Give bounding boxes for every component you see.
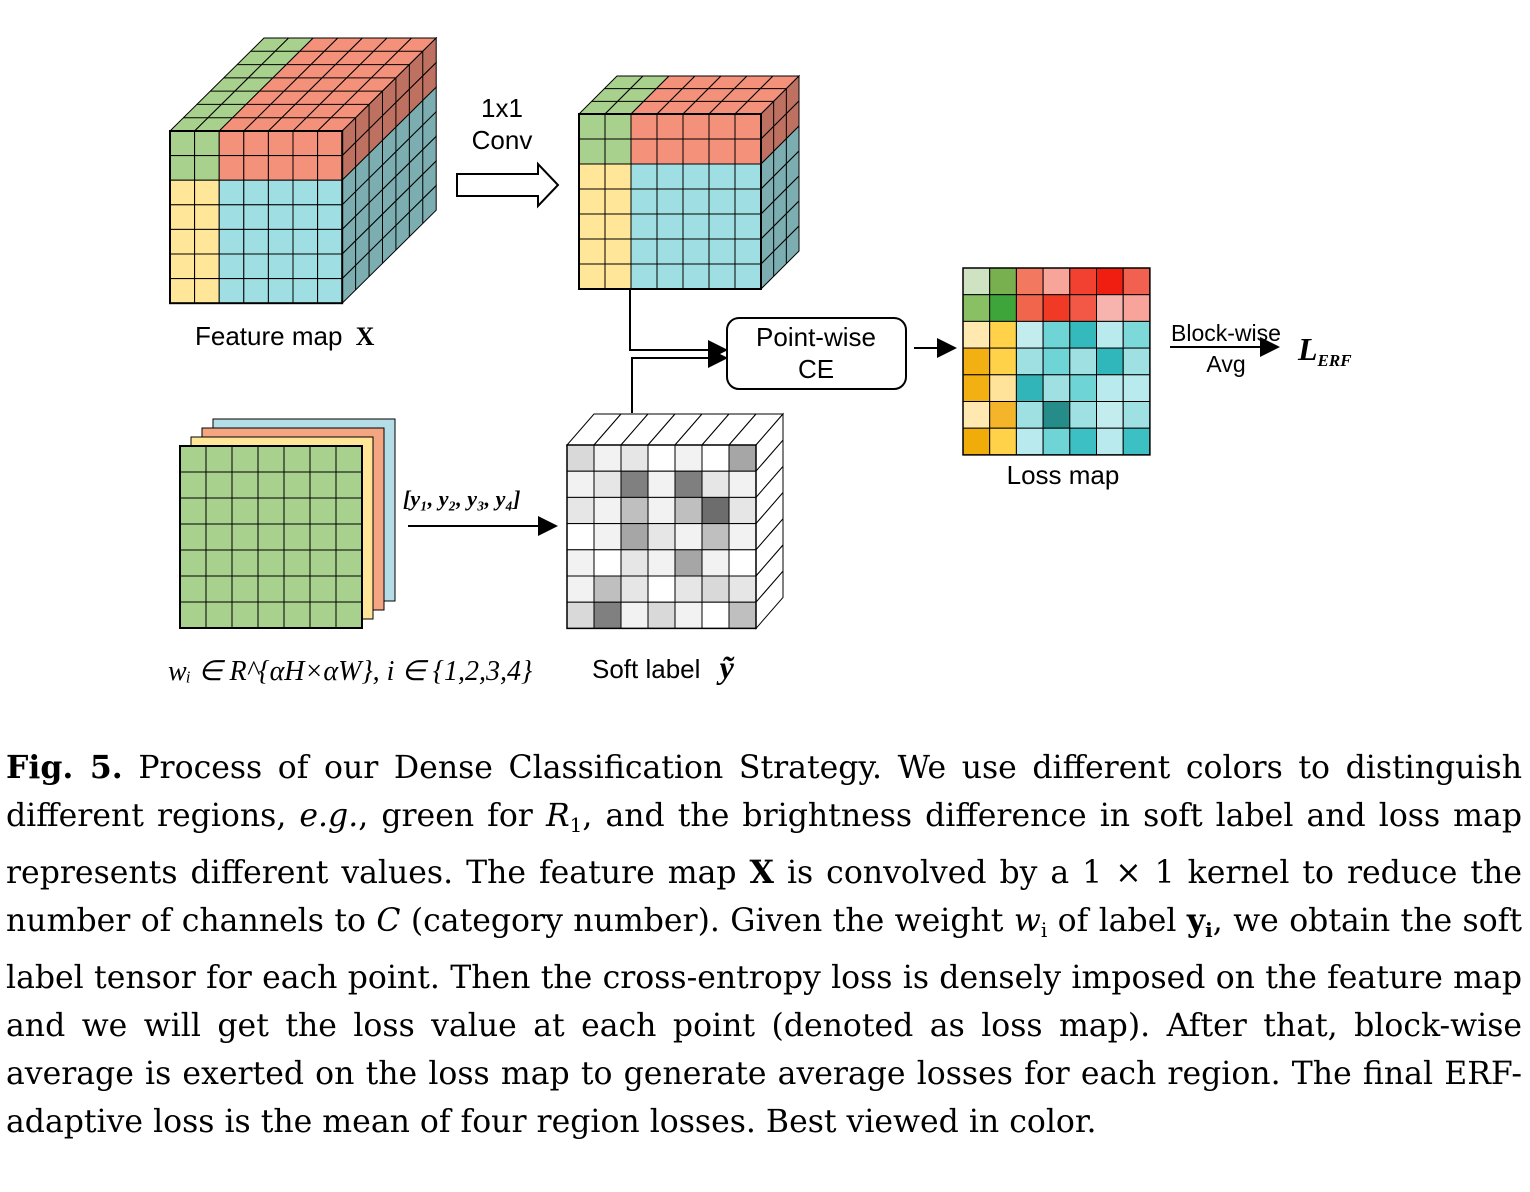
feature-map-cube [168,36,438,305]
loss-map-grid [962,267,1151,456]
conv-label-line1: 1x1 [481,93,523,123]
soft-label-cube [565,412,785,630]
pointwise-ce-line2: CE [798,354,834,384]
caption-label: Fig. 5. [6,749,123,786]
weights-label: wᵢ ∈ R^{αH×αW}, i ∈ {1,2,3,4} [168,656,532,687]
blockwise-line2: Avg [1206,351,1245,377]
loss-map-label: Loss map [1007,460,1120,490]
loss-erf-symbol: LERF [1297,331,1352,370]
connector-softlabel-to-ce [631,348,728,413]
weight-maps-stack [179,418,396,629]
feature-map-label: Feature map X [195,321,375,351]
y-vector-label: [y₁, y₂, y₃, y₄] [403,486,520,511]
pointwise-ce-line1: Point-wise [756,322,876,352]
conv-output-cube [577,74,801,291]
conv-arrow [456,161,560,209]
blockwise-line1: Block-wise [1171,320,1281,346]
conv-label-line2: Conv [472,125,533,155]
figure-diagram: 1x1 Conv Feature map X Point-wise CE Los… [168,36,1352,687]
connector-conv-to-ce [629,288,728,360]
soft-label-label: Soft label ỹ [592,649,735,685]
pointwise-ce-box [726,317,907,390]
figure-caption: Fig. 5. Process of our Dense Classificat… [6,749,1522,1140]
